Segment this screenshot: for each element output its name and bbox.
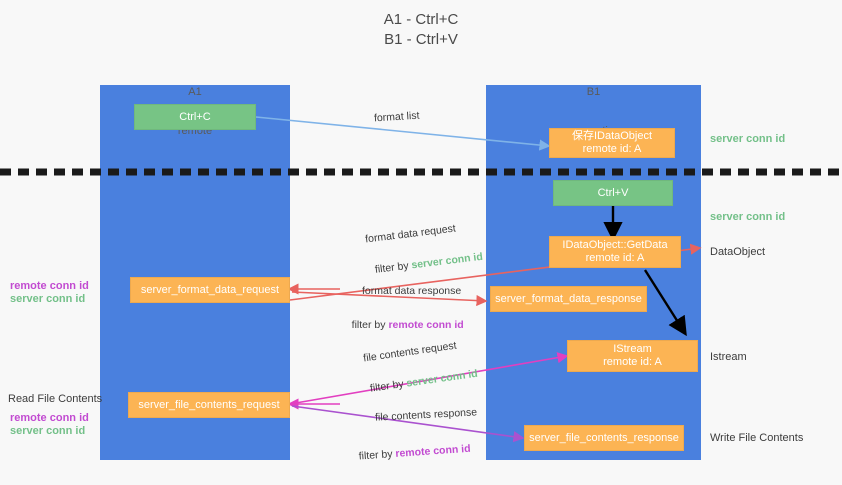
label-dataobject: DataObject: [710, 246, 766, 258]
caption-filter-value-server-conn-id-1: server conn id: [410, 250, 484, 272]
label-server-conn-id-2: server conn id: [10, 425, 86, 437]
box-ctrl-v[interactable]: Ctrl+V: [553, 180, 673, 206]
box-server-format-data-request[interactable]: server_format_data_request: [130, 277, 290, 303]
caption-filter-value-server-conn-id-2: server conn id: [405, 367, 479, 390]
box-server-file-contents-request[interactable]: server_file_contents_request: [128, 392, 290, 418]
caption-filter-value-remote-conn-id-2: remote conn id: [395, 442, 471, 460]
box-server-format-data-response[interactable]: server_format_data_response: [490, 286, 647, 312]
caption-filter-prefix-2: filter by: [351, 319, 389, 331]
label-istream: Istream: [710, 351, 747, 363]
label-read-file-contents: Read File Contents: [8, 393, 103, 405]
caption-filter-value-remote-conn-id-1: remote conn id: [388, 319, 464, 331]
box-istream[interactable]: IStream remote id: A: [567, 340, 698, 372]
caption-filter-prefix-4: filter by: [358, 447, 396, 463]
dashed-separator: [0, 168, 842, 176]
column-header-b1-name: B1: [586, 86, 601, 98]
caption-file-contents-response-filter: filter by remote conn id: [346, 430, 472, 478]
label-write-file-contents: Write File Contents: [710, 432, 804, 444]
label-server-conn-id-top: server conn id: [710, 133, 786, 145]
page-title: A1 - Ctrl+C B1 - Ctrl+V: [383, 11, 459, 48]
caption-format-data-request-filter: filter by server conn id: [361, 238, 485, 291]
box-server-file-contents-response[interactable]: server_file_contents_response: [524, 425, 684, 451]
label-remote-conn-id-1: remote conn id: [10, 280, 89, 292]
box-save-idataobject[interactable]: 保存IDataObject remote id: A: [549, 128, 675, 158]
caption-format-data-response: format data response: [362, 285, 462, 297]
label-remote-conn-id-2: remote conn id: [10, 412, 89, 424]
caption-format-data-response-filter: filter by remote conn id: [340, 306, 464, 345]
label-server-conn-id-1: server conn id: [10, 293, 86, 305]
label-server-conn-id-mid: server conn id: [710, 211, 786, 223]
box-ctrl-c[interactable]: Ctrl+C: [134, 104, 256, 130]
column-header-a1-name: A1: [188, 86, 202, 98]
box-idataobject-getdata[interactable]: IDataObject::GetData remote id: A: [549, 236, 681, 268]
caption-filter-prefix-3: filter by: [369, 377, 408, 395]
caption-format-list: format list: [373, 109, 420, 125]
caption-filter-prefix-1: filter by: [374, 259, 413, 276]
caption-file-contents-response: file contents response: [374, 406, 478, 424]
